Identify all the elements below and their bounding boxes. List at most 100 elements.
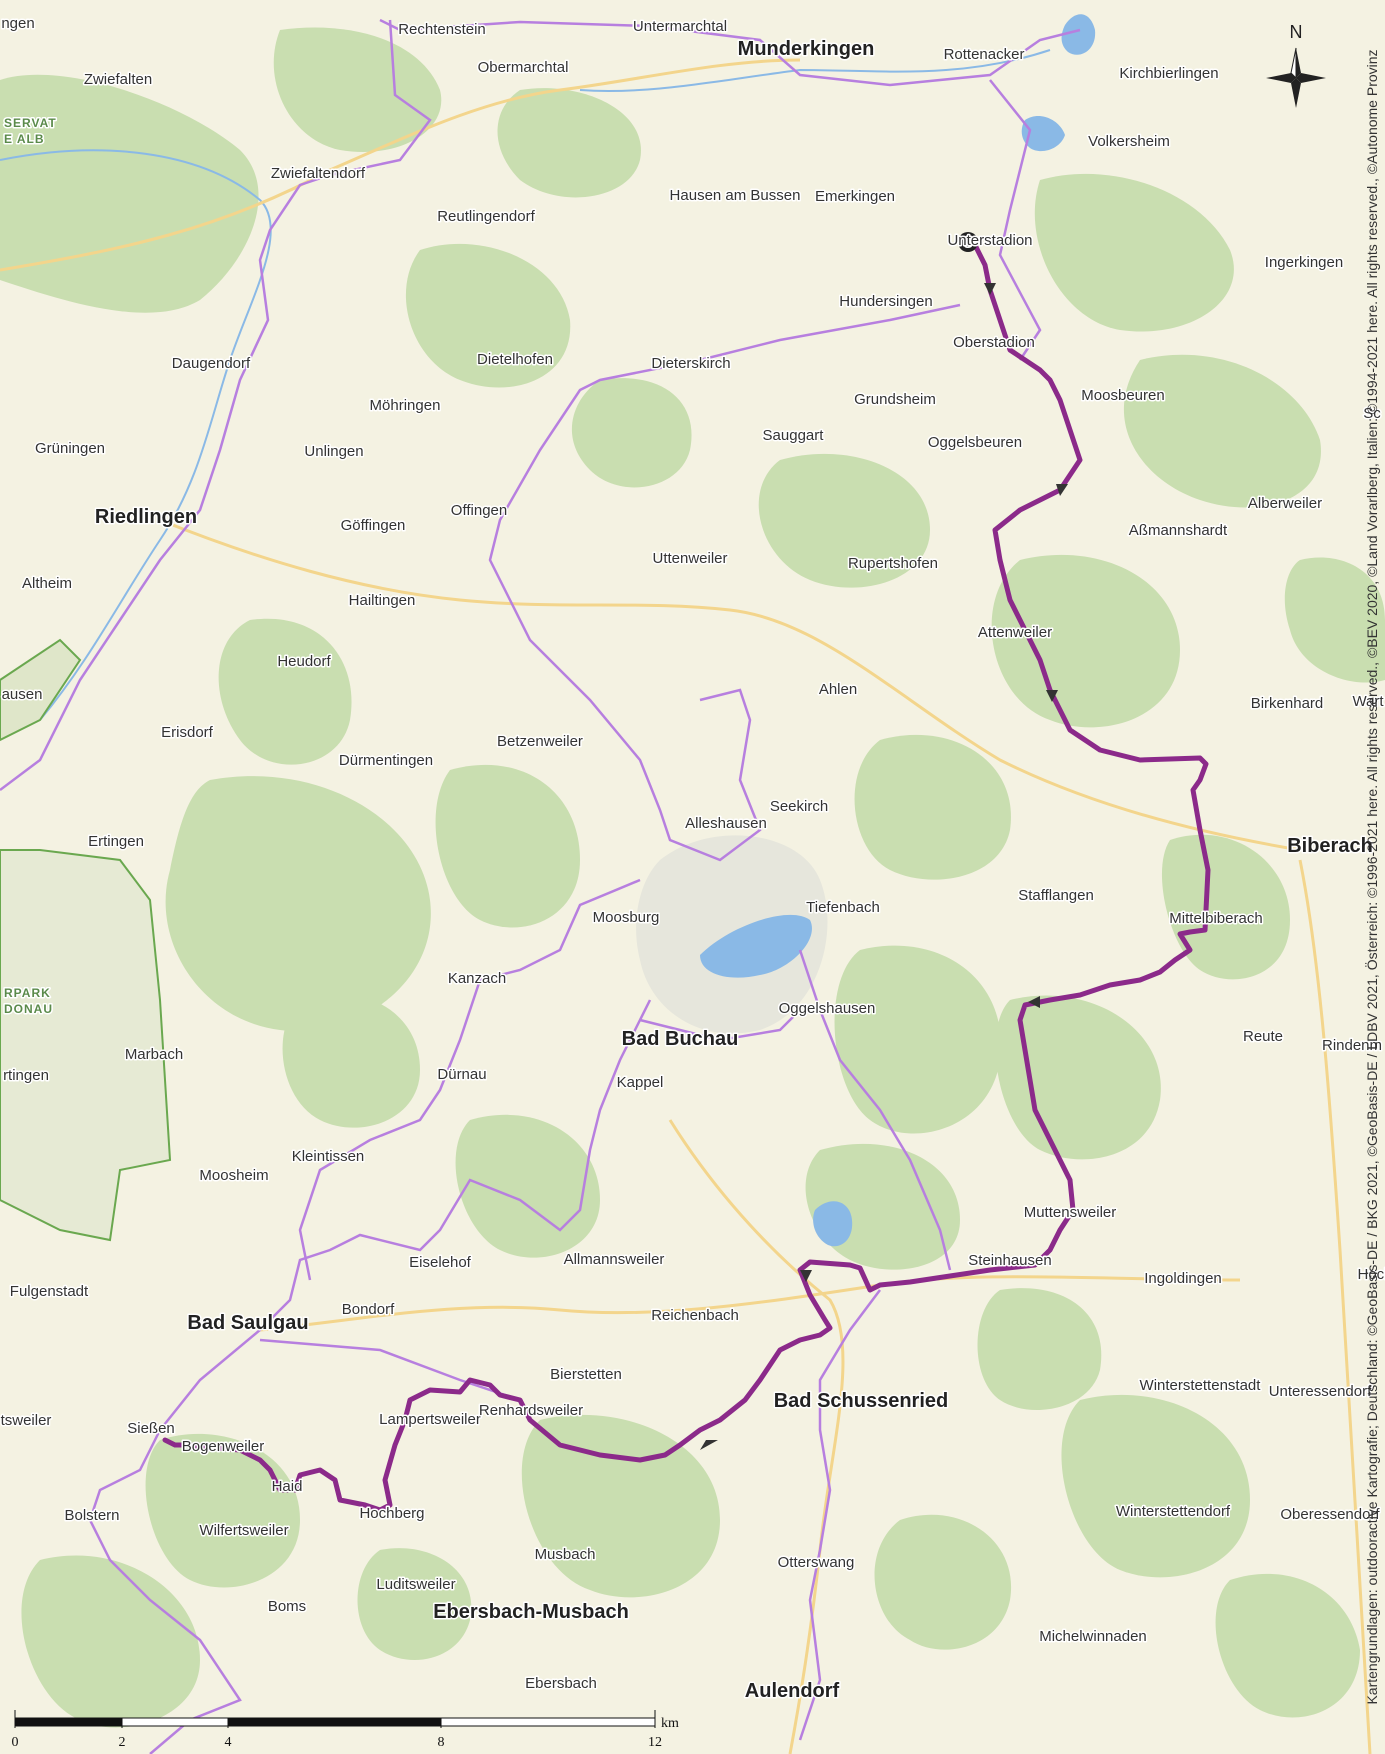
- place-label: Rindenm: [1322, 1037, 1382, 1054]
- place-label: Altheim: [22, 575, 72, 592]
- scale-tick-1: 2: [119, 1735, 126, 1750]
- place-label: Munderkingen: [738, 38, 875, 60]
- place-label: Aulendorf: [745, 1680, 840, 1702]
- place-label: Alleshausen: [685, 815, 767, 832]
- place-label: Rottenacker: [944, 46, 1025, 63]
- place-label: Daugendorf: [172, 355, 251, 372]
- place-label: Musbach: [535, 1546, 596, 1563]
- park-label-line1: RPARK: [4, 986, 51, 1000]
- place-label: Mittelbiberach: [1169, 910, 1262, 927]
- route-path[interactable]: [162, 242, 1211, 1513]
- route-direction-arrows: [700, 283, 1068, 1450]
- place-label: Bad Buchau: [622, 1028, 739, 1050]
- place-label: Lampertsweiler: [379, 1411, 481, 1428]
- place-label: Volkersheim: [1088, 133, 1170, 150]
- scale-tick-3: 8: [438, 1735, 445, 1750]
- place-label: Oggelsbeuren: [928, 434, 1022, 451]
- place-label: Ebersbach: [525, 1675, 597, 1692]
- place-label: Bogenweiler: [182, 1438, 265, 1455]
- forest-areas: [0, 27, 1385, 1728]
- place-label: Birkenhard: [1251, 695, 1324, 712]
- place-label: Allmannsweiler: [564, 1251, 665, 1268]
- place-label: Luditsweiler: [376, 1576, 455, 1593]
- place-label: Hailtingen: [349, 592, 416, 609]
- place-label: Kleintissen: [292, 1148, 365, 1165]
- place-label: Fulgenstadt: [10, 1283, 89, 1300]
- place-label: tsweiler: [1, 1412, 52, 1429]
- place-label: Bondorf: [342, 1301, 395, 1318]
- place-label: Dietelhofen: [477, 351, 553, 368]
- place-label: Grüningen: [35, 440, 105, 457]
- place-label: Moosburg: [593, 909, 660, 926]
- place-label: Ahlen: [819, 681, 857, 698]
- place-label: Ebersbach-Musbach: [433, 1601, 629, 1623]
- place-label: Unterstadion: [947, 232, 1032, 249]
- nature-reserve-area: [0, 638, 82, 742]
- place-label: Ingerkingen: [1265, 254, 1343, 271]
- place-label: Grundsheim: [854, 391, 936, 408]
- route-start-marker[interactable]: S: [958, 232, 978, 252]
- scale-tick-0: 0: [12, 1735, 19, 1750]
- place-label: Boms: [268, 1598, 306, 1615]
- place-label: Oberessendorf: [1280, 1506, 1380, 1523]
- place-label: Uttenweiler: [652, 550, 727, 567]
- roads: [0, 58, 1372, 1754]
- place-label: Bad Saulgau: [187, 1312, 308, 1334]
- place-label: Dieterskirch: [651, 355, 730, 372]
- scale-tick-4: 12: [648, 1735, 662, 1750]
- attribution-strip: Kartengrundlagen: outdooractive Kartogra…: [1361, 0, 1383, 1754]
- place-label: Biberach: [1287, 835, 1373, 857]
- place-label: Dürnau: [437, 1066, 486, 1083]
- place-label: ausen: [2, 686, 43, 703]
- place-label: Stafflangen: [1018, 887, 1094, 904]
- place-label: Untermarchtal: [633, 18, 727, 35]
- place-label: Göffingen: [341, 517, 406, 534]
- place-label: Seekirch: [770, 798, 828, 815]
- place-label: Moosheim: [199, 1167, 268, 1184]
- place-label: Hoch: [1357, 1266, 1385, 1283]
- scale-bar: 0 2 4 8 12 km: [12, 1710, 679, 1750]
- place-label: Hausen am Bussen: [670, 187, 801, 204]
- place-label: Moosbeuren: [1081, 387, 1164, 404]
- attribution-text: Kartengrundlagen: outdooractive Kartogra…: [1364, 49, 1380, 1705]
- scale-tick-2: 4: [225, 1735, 232, 1750]
- place-label: Marbach: [125, 1046, 183, 1063]
- place-label: Winterstettendorf: [1116, 1503, 1231, 1520]
- place-label: Reutlingendorf: [437, 208, 535, 225]
- compass-rose: N: [1266, 22, 1326, 108]
- place-label: Unteressendorf: [1269, 1383, 1372, 1400]
- place-label: Kappel: [617, 1074, 664, 1091]
- place-label: Obermarchtal: [478, 59, 569, 76]
- place-label: Emerkingen: [815, 188, 895, 205]
- place-label: Muttensweiler: [1024, 1204, 1117, 1221]
- route-start-label: S: [963, 235, 972, 251]
- place-label: Aßmannshardt: [1129, 522, 1228, 539]
- place-label: Steinhausen: [968, 1252, 1051, 1269]
- place-label: Reute: [1243, 1028, 1283, 1045]
- place-label: Offingen: [451, 502, 507, 519]
- place-label: Hundersingen: [839, 293, 932, 310]
- place-label: Otterswang: [778, 1554, 855, 1571]
- place-label: Unlingen: [304, 443, 363, 460]
- place-label: Sauggart: [763, 427, 825, 444]
- river-north: [579, 49, 1051, 92]
- nature-park-area: [0, 849, 172, 1242]
- reserve-label-line2: E ALB: [4, 132, 45, 146]
- place-label: Kirchbierlingen: [1119, 65, 1218, 82]
- place-label: Betzenweiler: [497, 733, 583, 750]
- place-label: Renhardsweiler: [479, 1402, 583, 1419]
- reserve-label-line1: SERVAT: [4, 116, 57, 130]
- place-label: Eiselehof: [409, 1254, 472, 1271]
- place-label: Haid: [272, 1478, 303, 1495]
- place-label: Riedlingen: [95, 506, 197, 528]
- place-label: Rechtenstein: [398, 21, 486, 38]
- place-label: Dürmentingen: [339, 752, 433, 769]
- place-label: Oggelshausen: [779, 1000, 876, 1017]
- place-label: Alberweiler: [1248, 495, 1322, 512]
- place-label: Sc: [1363, 405, 1381, 422]
- scale-unit: km: [661, 1716, 679, 1731]
- place-label: Zwiefaltendorf: [271, 165, 366, 182]
